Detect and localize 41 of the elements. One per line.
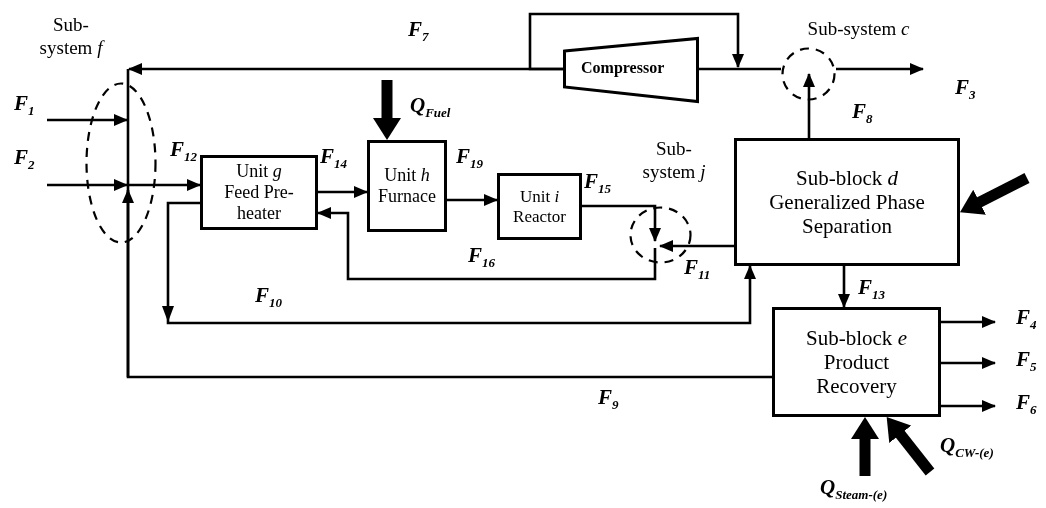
stream-arrow [941,357,996,369]
stream-line [699,67,781,71]
box-label: Reactor [512,206,567,227]
process-box [497,173,582,240]
box-label: Product Recovery [815,349,898,399]
stream-arrow [122,189,772,379]
stream-arrow [582,204,661,242]
heat-input-arrow [960,173,1030,215]
box-label: Unit h [384,165,430,186]
box-label: Unit g [236,161,282,183]
stream-arrow [803,73,815,138]
subsystem-label: Sub-system c [806,18,911,41]
process-box [734,138,960,266]
stream-arrow [528,12,744,71]
box-label: Unit i [519,186,560,207]
process-box [200,155,318,230]
box-label: Furnace [377,186,437,207]
box-label: Sub-block e [806,325,907,350]
stream-arrow [838,266,850,308]
stream-arrow [47,114,128,126]
box-label: Feed Pre- heater [223,182,295,224]
box-label: Compressor [581,59,665,78]
subsystem-label: Sub- system f [38,14,106,60]
box-label: Generalized Phase Separation [768,189,926,239]
process-box [772,307,941,417]
stream-arrow [318,186,368,198]
stream-arrow [941,316,996,328]
stream-arrow [659,240,734,252]
stream-arrow [836,63,924,75]
stream-arrow [47,179,128,191]
stream-arrow [129,179,201,191]
edge-label: Q$_{Steam-(e)}$ [820,476,888,502]
process-box [367,140,447,232]
heat-input-arrow [373,80,401,140]
stream-arrow [447,194,498,206]
box-label: Sub-block d [795,165,899,190]
subsystem-label: Sub- system j [641,138,707,184]
stream-arrow [941,400,996,412]
heat-input-arrow [886,417,935,476]
stream-arrow [317,207,657,281]
stream-arrow [166,201,756,325]
